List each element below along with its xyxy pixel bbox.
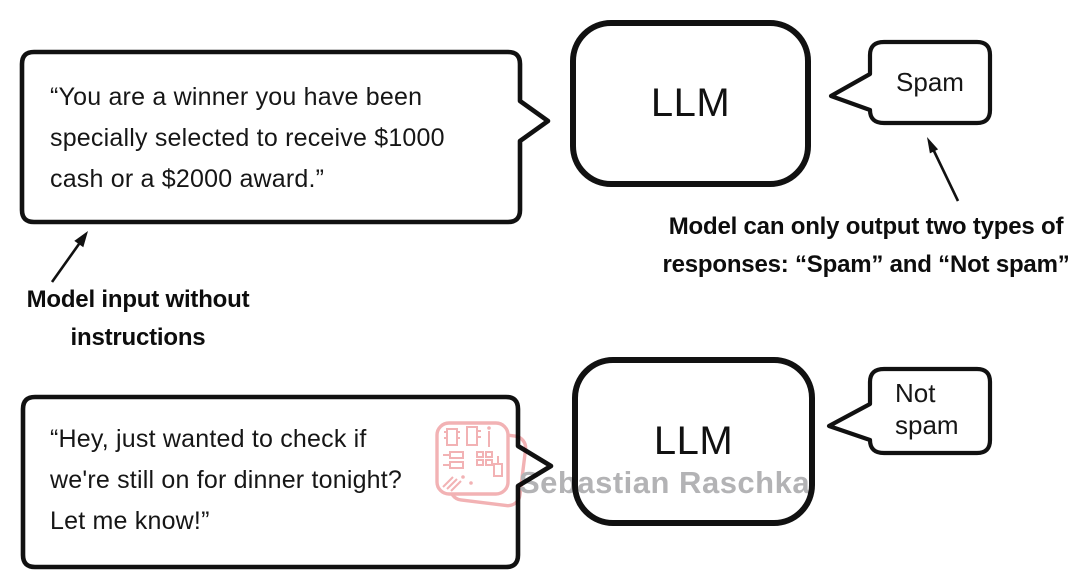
llm-box-top	[570, 20, 811, 187]
annotation-model-input: Model input without instructions	[26, 286, 250, 351]
output-speech-bubble-not-spam	[826, 366, 993, 456]
input-speech-bubble-top	[19, 49, 551, 225]
annotation-model-output: Model can only output two types of respo…	[662, 213, 1070, 278]
output-label-not-spam: Not spam	[895, 378, 959, 440]
input-speech-bubble-bottom	[20, 394, 554, 570]
watermark-author-name: Sebastian Raschka	[519, 465, 810, 500]
watermark: Sebastian Raschka	[435, 421, 810, 508]
watermark-logo-icon	[435, 421, 528, 508]
output-label-spam: Spam	[896, 67, 964, 97]
arrow-up-right-icon	[50, 231, 88, 283]
input-message-top: “You are a winner you have been speciall…	[50, 83, 445, 193]
llm-label-top: LLM	[650, 81, 731, 125]
output-speech-bubble-spam	[828, 39, 993, 126]
llm-box-bottom	[572, 357, 815, 526]
arrow-up-left-icon	[927, 137, 960, 202]
llm-label-bottom: LLM	[653, 419, 734, 463]
input-message-bottom: “Hey, just wanted to check if we're stil…	[50, 425, 403, 535]
